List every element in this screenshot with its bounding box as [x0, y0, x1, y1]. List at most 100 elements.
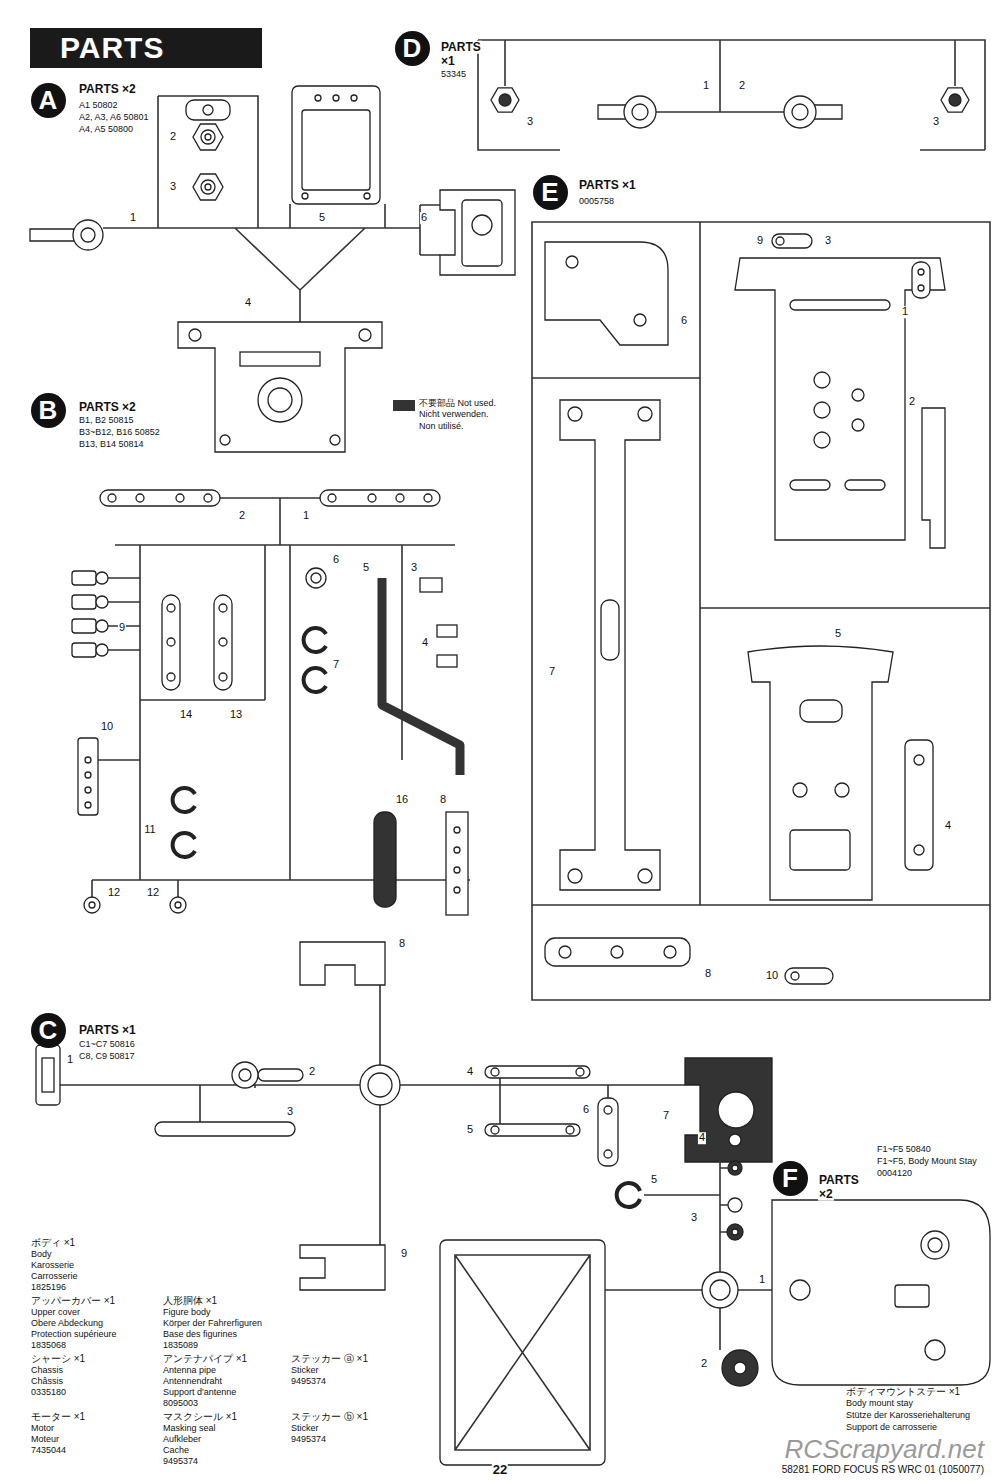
- sprue-e-shape: [601, 600, 619, 660]
- part-info-text: Aufkleber: [162, 1435, 202, 1444]
- callout-number: 6: [680, 315, 688, 327]
- sprue-d-shape: [941, 88, 969, 112]
- sprue-b-shape: [170, 897, 186, 913]
- sprue-d-shape: [632, 104, 648, 120]
- sprue-b-shape: [219, 638, 227, 646]
- part-info-text: Chassis: [30, 1366, 64, 1375]
- sprue-e-shape: [793, 783, 807, 797]
- callout-number: 8: [704, 968, 712, 980]
- sprue-e: [532, 222, 990, 1000]
- sprue-b-shape: [78, 738, 98, 815]
- sprue-letter: D: [403, 35, 422, 61]
- sprue-e-shape: [918, 269, 924, 275]
- sprue-b-shape: [100, 490, 220, 506]
- part-info-text: モーター ×1: [30, 1412, 86, 1423]
- sprue-b-shape: [162, 595, 180, 690]
- part-info-text: Support d'antenne: [162, 1388, 237, 1397]
- sprue-f-shape: [732, 1165, 738, 1171]
- sprue-b-shape: [173, 788, 195, 812]
- callout-number: 8: [398, 938, 406, 950]
- sprue-e-shape: [568, 869, 582, 883]
- part-info-text: Carrosserie: [30, 1272, 79, 1281]
- part-info-text: PARTS ×1: [578, 179, 637, 192]
- part-info-text: Support de carrosserie: [845, 1423, 938, 1432]
- part-info-text: F1~F5 50840: [876, 1145, 932, 1154]
- sprue-b-shape: [92, 498, 470, 897]
- part-info-text: A2, A3, A6 50801: [78, 113, 150, 122]
- sprue-e-shape: [790, 300, 890, 310]
- part-info-text: B1, B2 50815: [78, 416, 135, 425]
- sprue-a-shape: [268, 388, 292, 412]
- sprue-c-shape: [491, 1126, 499, 1134]
- part-info-text: B3~B12, B16 50852: [78, 428, 161, 437]
- callout-number: 2: [308, 1066, 316, 1078]
- part-info-text: Körper der Fahrerfiguren: [162, 1319, 263, 1328]
- legend-text: 不要部品 Not used. Nicht verwenden. Non util…: [419, 398, 503, 432]
- sprue-d-shape: [814, 105, 842, 119]
- sprue-f-shape: [702, 1272, 738, 1308]
- sprue-letter-badge: D: [395, 31, 430, 66]
- sprue-f-shape: [728, 1198, 742, 1212]
- part-info-text: Cache: [162, 1446, 190, 1455]
- sprue-e-shape: [814, 432, 830, 448]
- sprue-b-shape: [311, 573, 321, 583]
- part-info-text: PARTS ×1: [78, 1024, 137, 1037]
- sprue-e-shape: [814, 372, 830, 388]
- sprue-e-shape: [545, 938, 690, 966]
- part-info-text: Karosserie: [30, 1261, 75, 1270]
- sprue-c-shape: [491, 1068, 499, 1076]
- sprue-b-shape: [454, 867, 460, 873]
- sprue-letter: E: [541, 179, 558, 205]
- sprue-e-shape: [532, 222, 990, 1000]
- sprue-e-shape: [814, 402, 830, 418]
- sprue-d-shape: [624, 96, 656, 128]
- sprue-e-shape: [835, 783, 849, 797]
- sprue-e-shape: [638, 869, 652, 883]
- sprue-a-shape: [193, 124, 223, 150]
- part-info-text: Motor: [30, 1424, 55, 1433]
- callout-number: 4: [466, 1066, 474, 1078]
- sprue-a-shape: [462, 200, 502, 266]
- callout-number: 11: [143, 824, 156, 836]
- sprue-f-shape: [895, 1285, 929, 1307]
- sprue-b-shape: [72, 619, 96, 633]
- part-info-text: 9495374: [162, 1457, 199, 1466]
- sprue-e-shape: [776, 237, 784, 245]
- part-info-text: ×2: [818, 1188, 834, 1201]
- part-info-text: 58281 FORD FOCUS RS WRC 01 (1050077): [781, 1465, 985, 1476]
- part-info-text: 9495374: [290, 1377, 327, 1386]
- part-info-text: Masking seal: [162, 1424, 217, 1433]
- sprue-a-shape: [189, 329, 201, 341]
- sprue-a-shape: [472, 215, 492, 235]
- part-info-text: 1835089: [162, 1341, 199, 1350]
- part-info-text: ボディマウントステー ×1: [845, 1387, 961, 1398]
- sprue-a-shape: [186, 100, 230, 120]
- sprue-b-shape: [167, 673, 175, 681]
- sprue-a-shape: [220, 435, 230, 445]
- sprue-e-shape: [559, 946, 571, 958]
- sprue-e-shape: [922, 408, 945, 548]
- sprue-b-shape: [219, 673, 227, 681]
- part-info-text: ステッカー ⓐ ×1: [290, 1354, 369, 1365]
- part-info-text: ×1: [440, 55, 456, 68]
- callout-number: 9: [400, 1248, 408, 1260]
- callout-number: 2: [700, 1358, 708, 1370]
- sprue-letter-badge: B: [31, 393, 66, 428]
- sprue-a-shape: [201, 130, 215, 144]
- sprue-a-shape: [193, 174, 223, 200]
- sprue-c-shape: [485, 1124, 580, 1136]
- sprue-b-shape: [374, 812, 396, 907]
- sprue-c-shape: [604, 1150, 612, 1158]
- sprue-a-shape: [73, 220, 103, 250]
- sprue-f-shape: [440, 1240, 605, 1465]
- sprue-letter: A: [39, 87, 58, 113]
- sprue-f-shape: [928, 1238, 942, 1252]
- sprue-letter-badge: F: [773, 1161, 808, 1196]
- sprue-b-shape: [304, 628, 326, 652]
- sprue-d-shape: [784, 96, 816, 128]
- part-info-text: 人形胴体 ×1: [162, 1296, 218, 1307]
- sprue-c-shape: [368, 1073, 392, 1097]
- sprue-c-shape: [598, 1098, 618, 1166]
- sprue-b-shape: [368, 494, 376, 502]
- sprue-f-shape: [728, 1161, 742, 1175]
